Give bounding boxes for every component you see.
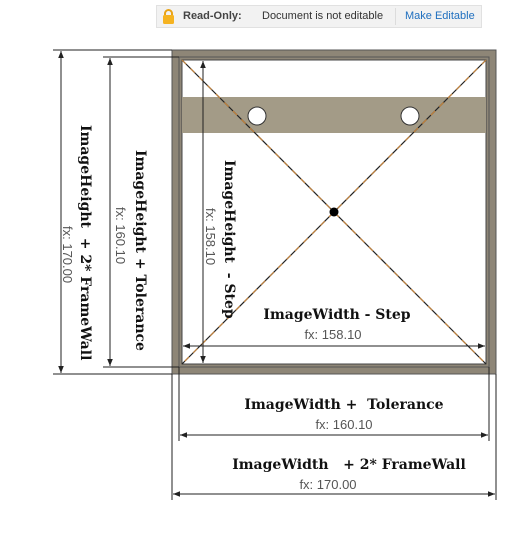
read-only-message: Document is not editable — [262, 10, 384, 22]
dim-height-tolerance-formula: fx: 160.10 — [113, 207, 128, 264]
dim-height-tolerance-label: ImageHeight + Tolerance — [132, 150, 148, 351]
make-editable-link[interactable]: Make Editable — [405, 10, 475, 22]
dim-width-step-label: ImageWidth - Step — [263, 307, 410, 323]
dim-height-step-formula: fx: 158.10 — [203, 208, 218, 265]
dim-height-framewall-label: ImageHeight + 2* FrameWall — [77, 125, 93, 360]
banner-divider — [395, 8, 396, 25]
dim-height-framewall-formula: fx: 170.00 — [60, 226, 75, 283]
dim-height-step-label: ImageHeight - Step — [221, 160, 237, 319]
dim-width-tolerance-formula: fx: 160.10 — [315, 417, 372, 432]
dim-width-framewall-label: ImageWidth + 2* FrameWall — [232, 457, 466, 473]
mounting-hole-right[interactable] — [400, 106, 420, 126]
dim-width-framewall-formula: fx: 170.00 — [299, 477, 356, 492]
lock-icon — [163, 9, 174, 24]
center-point[interactable] — [329, 207, 339, 217]
mounting-hole-left[interactable] — [247, 106, 267, 126]
mounting-bar[interactable] — [182, 97, 486, 133]
dim-width-tolerance-label: ImageWidth + Tolerance — [244, 397, 443, 413]
read-only-banner: Read-Only: Document is not editable Make… — [156, 5, 482, 28]
read-only-title: Read-Only: — [183, 10, 242, 22]
tolerance-outline — [178, 56, 490, 368]
dim-width-step-formula: fx: 158.10 — [304, 327, 361, 342]
